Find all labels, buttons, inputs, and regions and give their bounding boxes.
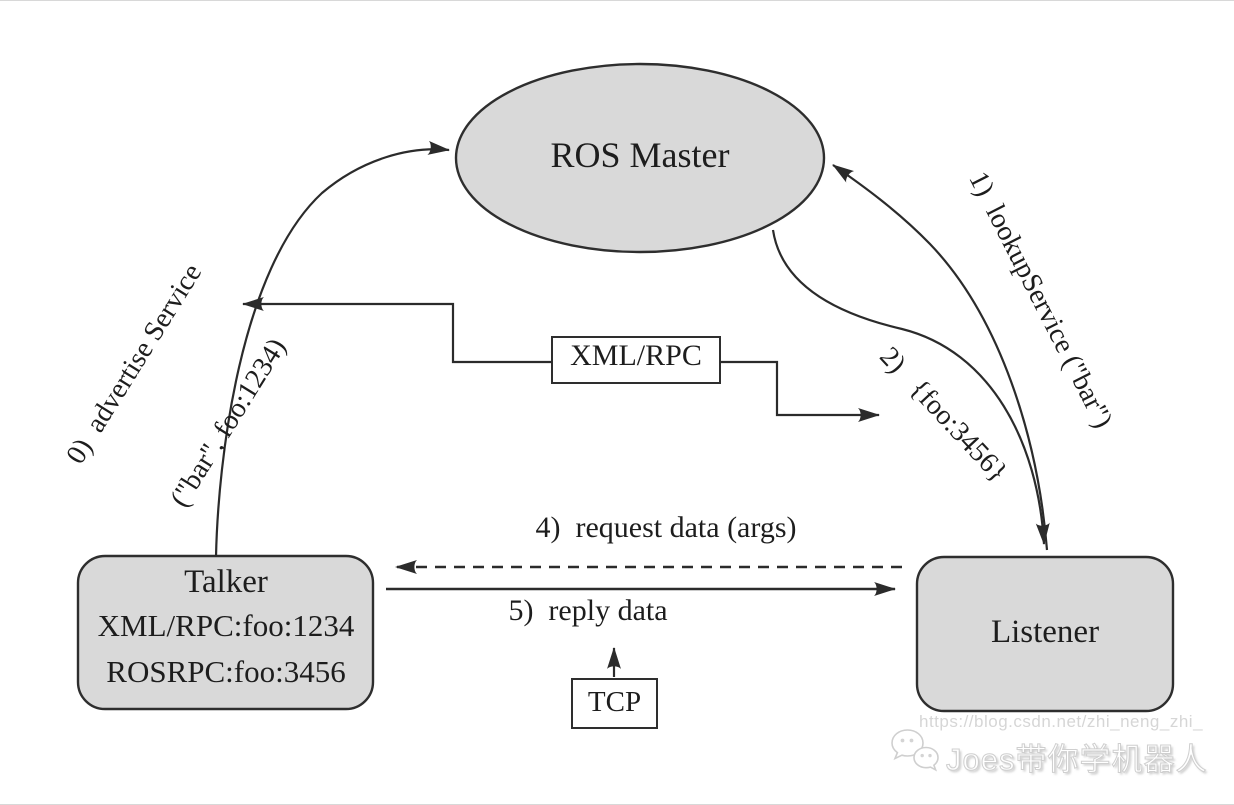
xmlrpc-left-connector (242, 297, 552, 364)
listener-node (915, 555, 1175, 713)
response-foo-arrow (771, 229, 1050, 545)
advertise-service-arrow (214, 140, 450, 558)
request-data-label: 4) request data (args) (535, 511, 797, 544)
xmlrpc-box-label: XML/RPC (570, 339, 702, 372)
talker-label: Talker (184, 564, 268, 600)
xmlrpc-right-connector (720, 360, 880, 422)
wechat-chat-bubbles-icon (891, 729, 939, 772)
reply-data-label: 5) reply data (508, 594, 668, 627)
talker-node (76, 554, 375, 711)
tcp-protocol-box (571, 678, 658, 729)
listener-label: Listener (990, 614, 1100, 650)
watermark-brand: Joes带你学机器人 (945, 742, 1208, 778)
lookup-service-arrow (832, 164, 1049, 551)
talker-rosrpc-address: ROSRPC:foo:3456 (106, 654, 346, 689)
ros-master-label: ROS Master (550, 135, 730, 175)
talker-xmlrpc-address: XML/RPC:foo:1234 (97, 608, 355, 643)
tcp-box-label: TCP (587, 686, 642, 718)
xmlrpc-protocol-box (551, 336, 721, 384)
ros-master-node (454, 62, 826, 254)
watermark-url: https://blog.csdn.net/zhi_neng_zhi_ (919, 712, 1204, 731)
